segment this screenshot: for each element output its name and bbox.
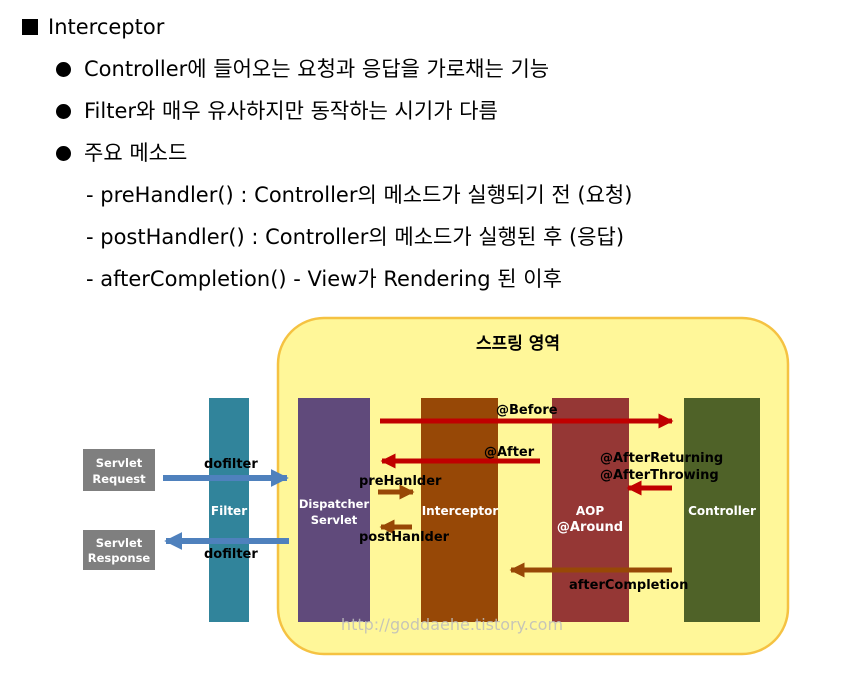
dispatcher-label-1: Dispatcher bbox=[299, 497, 370, 511]
prehandler-label: preHanlder bbox=[359, 474, 442, 489]
posthandler-label: postHanlder bbox=[359, 530, 450, 545]
sub-item-posthandler: - postHandler() : Controller의 메소드가 실행된 후… bbox=[86, 225, 625, 249]
aop-around-label: @Around bbox=[557, 520, 623, 535]
servlet-response-label-2: Response bbox=[88, 551, 151, 565]
spring-region-title: 스프링 영역 bbox=[476, 334, 560, 354]
dofilter-bottom-label: dofilter bbox=[204, 547, 258, 562]
servlet-request-label-2: Request bbox=[92, 472, 146, 486]
watermark-text: http://goddaehe.tistory.com bbox=[341, 615, 563, 634]
aop-column bbox=[552, 398, 629, 622]
bullet-item-3: 주요 메소드 bbox=[84, 141, 188, 165]
heading-square-icon bbox=[22, 19, 38, 35]
controller-column bbox=[684, 398, 760, 622]
dispatcher-label-2: Servlet bbox=[311, 513, 358, 527]
filter-label: Filter bbox=[211, 504, 247, 518]
bullet-dot-icon bbox=[56, 62, 71, 77]
bullet-dot-icon bbox=[56, 104, 71, 119]
filter-column bbox=[209, 398, 249, 622]
servlet-request-label-1: Servlet bbox=[96, 456, 143, 470]
dofilter-top-label: dofilter bbox=[204, 457, 258, 472]
servlet-response-box bbox=[83, 530, 155, 570]
bullet-item-2: Filter와 매우 유사하지만 동작하는 시기가 다름 bbox=[84, 99, 498, 123]
after-label: @After bbox=[484, 445, 535, 460]
interceptor-column bbox=[421, 398, 498, 622]
aop-label: AOP bbox=[576, 504, 604, 518]
servlet-request-box bbox=[83, 449, 155, 491]
page-heading: Interceptor bbox=[48, 15, 165, 39]
interceptor-label: Interceptor bbox=[422, 504, 499, 518]
sub-item-aftercompletion: - afterCompletion() - View가 Rendering 된 … bbox=[86, 267, 562, 291]
bullet-dot-icon bbox=[56, 146, 71, 161]
bullet-item-1: Controller에 들어오는 요청과 응답을 가로채는 기능 bbox=[84, 57, 550, 81]
dispatcher-servlet-column bbox=[298, 398, 370, 622]
after-completion-label: afterCompletion bbox=[569, 578, 688, 593]
after-throwing-label: @AfterThrowing bbox=[600, 468, 719, 483]
controller-label: Controller bbox=[688, 504, 756, 518]
sub-item-prehandler: - preHandler() : Controller의 메소드가 실행되기 전… bbox=[86, 183, 633, 207]
servlet-response-label-1: Servlet bbox=[96, 536, 143, 550]
before-label: @Before bbox=[496, 403, 558, 418]
after-returning-label: @AfterReturning bbox=[600, 451, 723, 466]
